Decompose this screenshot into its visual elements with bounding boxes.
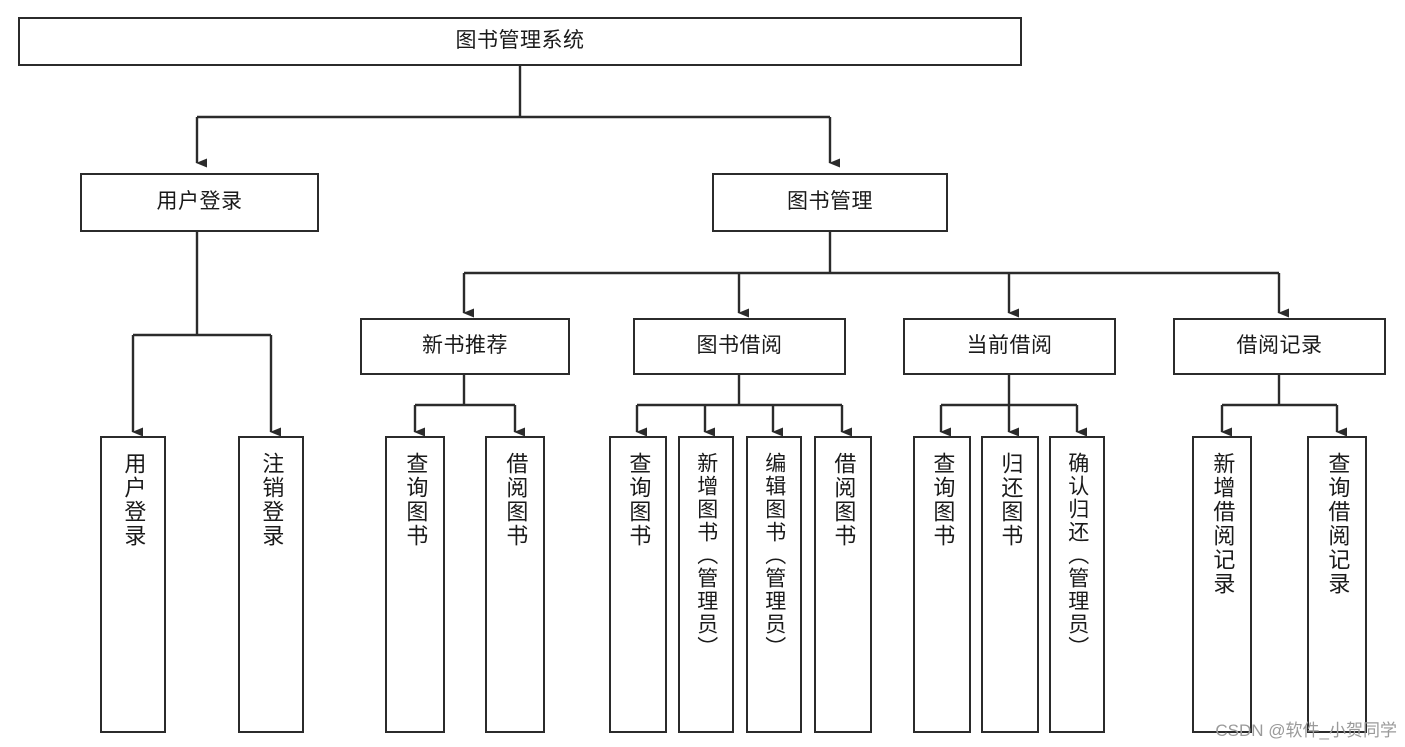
- leaf-borrow-book[interactable]: 借阅图书: [814, 436, 872, 733]
- leaf-return-book[interactable]: 归还图书: [981, 436, 1039, 733]
- leaf-confirm-return-admin[interactable]: 确认归还（管理员）: [1049, 436, 1105, 733]
- node-label: 编辑图书（管理员）: [762, 452, 786, 659]
- node-label: 归还图书: [998, 452, 1024, 548]
- node-label: 图书借阅: [696, 334, 783, 358]
- node-book-management[interactable]: 图书管理: [712, 173, 948, 232]
- node-label: 当前借阅: [966, 334, 1053, 358]
- node-label: 新增借阅记录: [1210, 452, 1236, 596]
- node-label: 图书管理系统: [455, 29, 585, 53]
- node-label: 注销登录: [259, 452, 285, 548]
- leaf-query-book-recommend[interactable]: 查询图书: [385, 436, 445, 733]
- leaf-query-book-borrow[interactable]: 查询图书: [609, 436, 667, 733]
- node-label: 图书管理: [787, 190, 873, 214]
- node-label: 借阅记录: [1236, 334, 1323, 358]
- node-label: 查询图书: [403, 452, 429, 548]
- node-book-borrow[interactable]: 图书借阅: [633, 318, 846, 375]
- leaf-edit-book-admin[interactable]: 编辑图书（管理员）: [746, 436, 802, 733]
- node-label: 借阅图书: [503, 452, 529, 548]
- node-label: 新书推荐: [422, 334, 508, 358]
- node-label: 确认归还（管理员）: [1065, 452, 1089, 659]
- node-label: 新增图书（管理员）: [694, 452, 718, 659]
- leaf-user-login[interactable]: 用户登录: [100, 436, 166, 733]
- leaf-add-book-admin[interactable]: 新增图书（管理员）: [678, 436, 734, 733]
- node-borrow-record[interactable]: 借阅记录: [1173, 318, 1386, 375]
- node-label: 用户登录: [121, 452, 147, 548]
- leaf-query-book-current[interactable]: 查询图书: [913, 436, 971, 733]
- leaf-add-borrow-record[interactable]: 新增借阅记录: [1192, 436, 1252, 733]
- node-label: 用户登录: [156, 190, 243, 214]
- node-user-login[interactable]: 用户登录: [80, 173, 319, 232]
- node-new-book-recommend[interactable]: 新书推荐: [360, 318, 570, 375]
- watermark-text: CSDN @软件_小贺同学: [1215, 721, 1397, 740]
- leaf-query-borrow-record[interactable]: 查询借阅记录: [1307, 436, 1367, 733]
- node-label: 查询图书: [626, 452, 652, 548]
- node-root-book-management-system[interactable]: 图书管理系统: [18, 17, 1022, 66]
- node-current-borrow[interactable]: 当前借阅: [903, 318, 1116, 375]
- node-label: 借阅图书: [831, 452, 857, 548]
- leaf-borrow-book-recommend[interactable]: 借阅图书: [485, 436, 545, 733]
- leaf-logout[interactable]: 注销登录: [238, 436, 304, 733]
- node-label: 查询图书: [930, 452, 956, 548]
- node-label: 查询借阅记录: [1325, 452, 1351, 596]
